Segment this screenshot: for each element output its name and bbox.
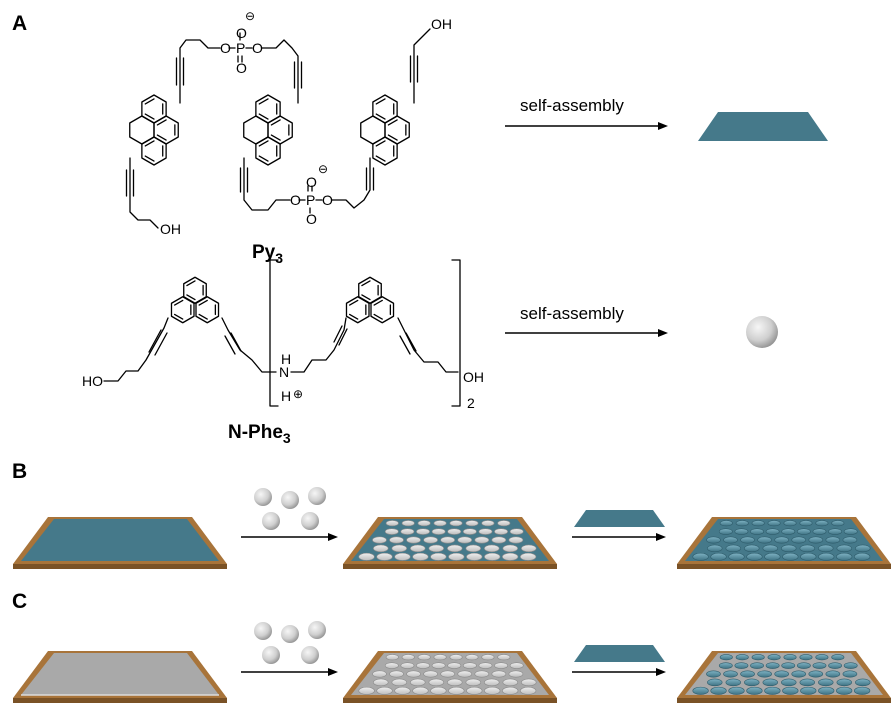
nphe3-chain-right (397, 317, 459, 373)
pyrene-unit-2 (243, 94, 293, 166)
py3-phosphate-bottom-charge: ⊖ (318, 162, 328, 176)
phenanthrene-unit-1 (170, 276, 220, 324)
py3-chain-2-lower (243, 157, 291, 211)
py3-oh-left: OH (160, 221, 181, 237)
nphe3-chain-left (103, 317, 169, 382)
py3-phosphate-top-o-right: O (252, 40, 263, 56)
py3-phosphate-top-o-up: O (236, 25, 247, 41)
panel-b-arrow-2 (572, 533, 666, 541)
py3-chain-1-upper (179, 39, 221, 104)
panel-b-scheme (13, 487, 891, 569)
py3-phosphate-bottom-o-right: O (322, 192, 333, 208)
py3-chain-3-upper (413, 28, 431, 104)
nphe3-chain-repeat-left (290, 317, 347, 373)
panel-b-arrow-1 (241, 533, 338, 541)
panel-b-nanospheres (254, 487, 326, 530)
panel-letter-b: B (12, 460, 27, 483)
py3-phosphate-bottom-o-down: O (306, 211, 317, 227)
py3-chain-3-lower (331, 157, 371, 209)
py3-arrow-label: self-assembly (520, 96, 624, 115)
py3-phosphate-bottom-o-left: O (290, 192, 301, 208)
py3-chain-1-lower (129, 157, 159, 229)
phenanthrene-unit-2 (345, 276, 395, 324)
nphe3-self-assembly-arrow (505, 329, 668, 337)
nphe3-oh-right: OH (463, 369, 484, 385)
py3-structure: OH O P O O O ⊖ O P O O O ⊖ (125, 9, 452, 237)
py3-oh-right: OH (431, 16, 452, 32)
py3-nanosheet (698, 112, 828, 141)
py3-label: Py3 (252, 242, 283, 266)
repeat-bracket-right (451, 259, 461, 407)
panel-b-substrate-bare (13, 517, 227, 569)
panel-b-nanosheet (574, 510, 665, 527)
py3-phosphate-top-p: P (236, 40, 245, 56)
nphe3-arrow-label: self-assembly (520, 304, 624, 323)
nphe3-label: N-Phe3 (228, 422, 291, 446)
nphe3-ho-left: HO (82, 373, 103, 389)
py3-phosphate-bottom-o-up: O (306, 174, 317, 190)
pyrene-unit-3 (360, 94, 410, 166)
panel-c-nanospheres (254, 621, 326, 664)
panel-c-nanosheet (574, 645, 665, 662)
py3-self-assembly-arrow (505, 122, 668, 130)
panel-c-scheme (13, 621, 891, 703)
py3-chain-2-upper (261, 39, 299, 104)
panel-c-substrate-bare (13, 651, 227, 703)
py3-phosphate-top-o-down: O (236, 60, 247, 76)
py3-phosphate-bottom-p: P (306, 192, 315, 208)
repeat-bracket-left (269, 259, 279, 407)
panel-b-substrate-spheres (343, 517, 557, 569)
panel-letter-c: C (12, 590, 27, 613)
nphe3-nanosphere (746, 316, 778, 348)
repeat-count: 2 (467, 395, 475, 411)
panel-letter-a: A (12, 12, 27, 35)
py3-phosphate-top-o-left: O (220, 40, 231, 56)
py3-phosphate-top-charge: ⊖ (245, 9, 255, 23)
nphe3-h-top: H (281, 351, 291, 367)
panel-c-substrate-spheres (343, 651, 557, 703)
nphe3-n-charge: ⊕ (293, 387, 303, 401)
nphe3-h-bottom: H (281, 388, 291, 404)
panel-c-substrate-final (677, 651, 891, 703)
panel-c-arrow-2 (572, 668, 666, 676)
pyrene-unit-1 (129, 94, 179, 166)
nphe3-chain-to-n (221, 317, 277, 373)
nphe3-structure: HO N H H ⊕ OH 2 (82, 259, 484, 411)
nphe3-n-atom: N (279, 364, 289, 380)
panel-c-arrow-1 (241, 668, 338, 676)
panel-b-substrate-final (677, 517, 891, 569)
